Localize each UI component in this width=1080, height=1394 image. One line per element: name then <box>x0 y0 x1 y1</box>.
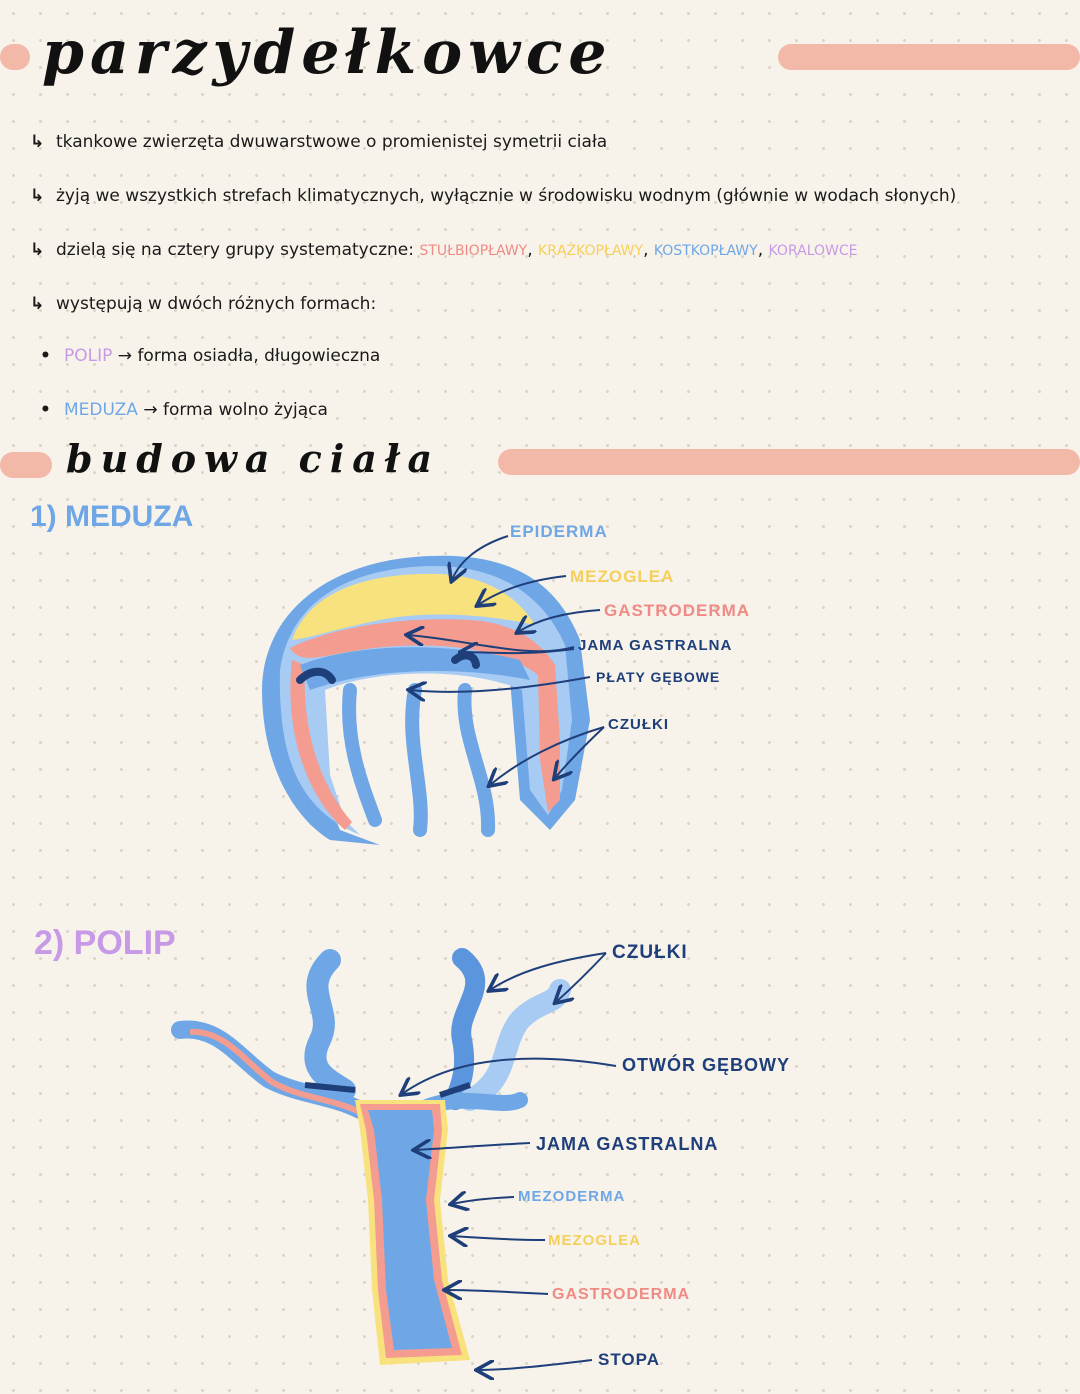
polip-heading: 2) POLIP <box>34 924 176 962</box>
meduza-label-jama-gastralna: JAMA GASTRALNA <box>578 637 733 654</box>
meduza-label-epiderma: EPIDERMA <box>510 522 608 541</box>
title-bar-left <box>0 44 30 70</box>
meduza-label-czulki: CZUŁKI <box>608 716 669 733</box>
section-bar-right <box>498 449 1080 475</box>
section-title: budowa ciała <box>66 436 441 481</box>
polip-label-mezoglea: MEZOGLEA <box>548 1232 641 1249</box>
polip-label-czulki: CZUŁKI <box>612 942 688 963</box>
form-polip: •POLIP → forma osiadła, długowieczna <box>40 346 381 366</box>
polip-label-jama-gastralna: JAMA GASTRALNA <box>536 1134 719 1154</box>
polip-drawing <box>171 948 571 1365</box>
bullet-3-text: dzielą się na cztery grupy systematyczne… <box>56 240 414 260</box>
polip-tentacle-3 <box>459 979 571 1111</box>
page-title: parzydełkowce <box>42 18 613 88</box>
meduza-label-platy-gebowe: PŁATY GĘBOWE <box>596 669 721 685</box>
meduza-arrows <box>408 535 605 785</box>
meduza-drawing <box>262 555 590 845</box>
polip-label-otwor-gebowy: OTWÓR GĘBOWY <box>622 1055 790 1075</box>
polip-mouth-dark-left <box>304 1082 356 1093</box>
group-2: KRĄŻKOPŁAWY <box>538 243 644 259</box>
polip-mouth-dark-right <box>439 1082 471 1098</box>
group-4: KORALOWCE <box>768 243 858 259</box>
polip-label-stopa: STOPA <box>598 1350 660 1369</box>
bullet-2-text: żyją we wszystkich strefach klimatycznyc… <box>56 186 957 206</box>
meduza-label-gastroderma: GASTRODERMA <box>604 601 751 620</box>
bullet-2: ↳żyją we wszystkich strefach klimatyczny… <box>30 186 957 206</box>
meduza-oral-lobe-3 <box>457 683 496 837</box>
title-bar-right <box>778 44 1080 70</box>
meduza-oral-lobe-2 <box>405 683 428 837</box>
group-3: KOSTKOPŁAWY <box>653 243 758 259</box>
polip-tentacle-2 <box>445 948 486 1110</box>
meduza-oral-lobe-1 <box>342 683 382 827</box>
meduza-label-mezoglea: MEZOGLEA <box>570 567 675 586</box>
group-1: STUŁBIOPŁAWY <box>419 243 528 259</box>
section-bar-left <box>0 452 52 478</box>
polip-tentacle-left-inner <box>189 1028 362 1115</box>
bullet-4-text: występują w dwóch różnych formach: <box>56 294 377 314</box>
meduza-heading: 1) MEDUZA <box>30 500 194 533</box>
bullet-3: ↳dzielą się na cztery grupy systematyczn… <box>30 240 858 260</box>
meduza-gastroderma-left <box>290 660 352 830</box>
form-meduza-desc: forma wolno żyjąca <box>162 400 328 420</box>
meduza-dark-lobe-1 <box>296 667 336 684</box>
polip-tentacle-1 <box>304 949 356 1101</box>
form-meduza: •MEDUZA → forma wolno żyjąca <box>40 400 328 420</box>
polip-label-gastroderma: GASTRODERMA <box>552 1286 691 1303</box>
polip-label-mezoderma: MEZODERMA <box>518 1188 626 1205</box>
form-meduza-name: MEDUZA <box>64 400 138 420</box>
bullet-1: ↳tkankowe zwierzęta dwuwarstwowe o promi… <box>30 132 608 152</box>
polip-body-cavity <box>368 1110 452 1350</box>
form-polip-name: POLIP <box>64 346 113 366</box>
bullet-1-text: tkankowe zwierzęta dwuwarstwowe o promie… <box>56 132 608 152</box>
bullet-4: ↳występują w dwóch różnych formach: <box>30 294 377 314</box>
polip-arrows <box>402 952 617 1370</box>
meduza-gastroderma <box>290 619 560 812</box>
form-polip-desc: forma osiadła, długowieczna <box>137 346 381 366</box>
